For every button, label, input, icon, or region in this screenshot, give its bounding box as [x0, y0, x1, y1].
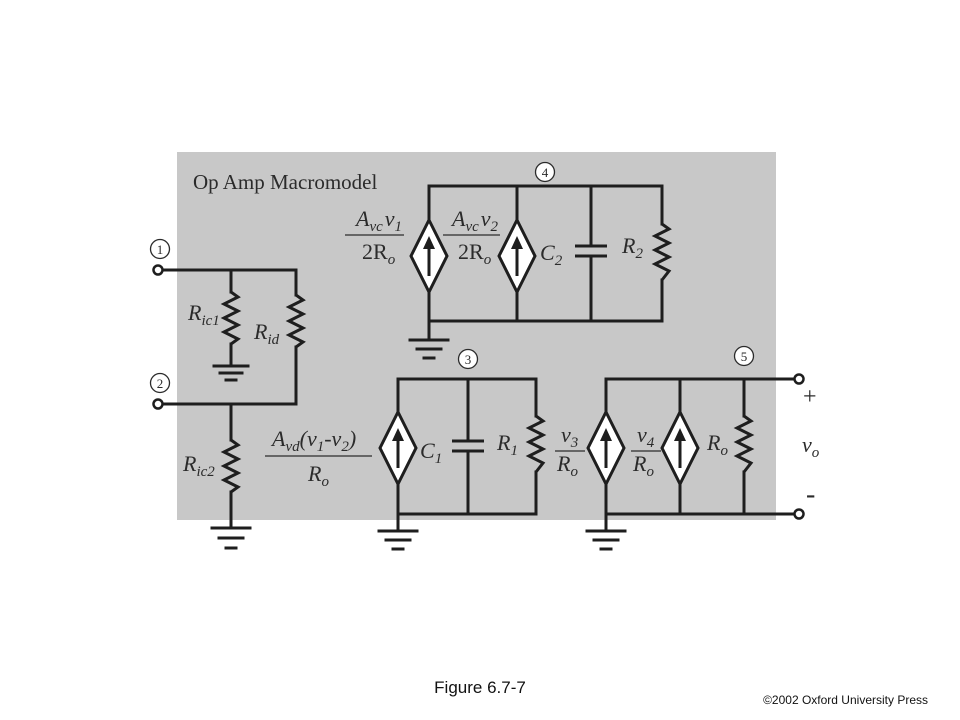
stage5-src2-denominator: Ro — [632, 451, 654, 480]
input-2-wire — [159, 345, 298, 406]
node-3-label: 3 — [465, 352, 472, 367]
node-2-label: 2 — [157, 376, 164, 391]
stage5-src2-arrowhead — [674, 428, 686, 441]
stage3-src-arrowhead — [392, 428, 404, 441]
stage4-src1-arrowhead — [423, 236, 435, 249]
ground-icon — [210, 526, 252, 550]
stage-4: 4 Avcv1 2Ro — [345, 161, 673, 360]
copyright-notice: ©2002 Oxford University Press — [763, 693, 928, 707]
ground-icon — [377, 529, 419, 551]
stage4-src2-denominator: 2Ro — [458, 239, 492, 268]
figure-caption: Figure 6.7-7 — [434, 678, 526, 697]
output-voltage-label: vo — [802, 432, 820, 461]
rid-resistor — [285, 293, 307, 349]
stage5-src2-numerator: v4 — [637, 422, 655, 451]
ric1-label: Ric1 — [187, 300, 220, 329]
stage5-resistor — [733, 414, 755, 473]
stage4-src1-denominator: 2Ro — [362, 239, 396, 268]
stage4-src2-numerator: Avcv2 — [450, 206, 499, 235]
stage4-src1-numerator: Avcv1 — [354, 206, 402, 235]
node-5-label: 5 — [741, 349, 748, 364]
ric2-resistor — [220, 438, 242, 494]
ground-icon — [212, 364, 250, 382]
node-4-label: 4 — [542, 165, 549, 180]
output-terminal-plus — [793, 373, 805, 385]
input-section: 1 2 Ric1 R — [149, 238, 307, 550]
node-4-marker — [534, 161, 556, 183]
stage5-src1-arrowhead — [600, 428, 612, 441]
stage-5: 5 v3 Ro v4 — [555, 345, 820, 551]
ground-icon — [408, 338, 450, 360]
stage3-cap-label: C1 — [420, 438, 442, 467]
node-5-marker — [733, 345, 755, 367]
stage4-res-label: R2 — [621, 233, 643, 262]
stage5-res-label: Ro — [706, 430, 728, 459]
output-minus-label: - — [806, 479, 815, 510]
stage3-src-denominator: Ro — [307, 461, 329, 490]
output-terminal-minus — [793, 508, 805, 520]
node-1-marker — [149, 238, 171, 260]
ric2-label: Ric2 — [182, 451, 215, 480]
input-terminal-1 — [152, 264, 164, 276]
stage4-cap-label: C2 — [540, 240, 563, 269]
diagram-title: Op Amp Macromodel — [193, 170, 377, 194]
rid-label: Rid — [253, 319, 280, 348]
stage-3: 3 Avd(v1-v2) Ro C1 — [265, 348, 547, 551]
stage5-src1-denominator: Ro — [556, 451, 578, 480]
stage3-res-label: R1 — [496, 430, 518, 459]
node-1-label: 1 — [157, 242, 164, 257]
input-terminal-2 — [152, 398, 164, 410]
stage4-resistor — [651, 222, 673, 281]
ric1-resistor — [220, 290, 242, 346]
output-plus-label: + — [803, 384, 817, 410]
node-3-marker — [457, 348, 479, 370]
stage4-src2-arrowhead — [511, 236, 523, 249]
stage3-resistor — [525, 414, 547, 473]
stage5-src1-numerator: v3 — [561, 422, 578, 451]
node-2-marker — [149, 372, 171, 394]
input-1-wire — [159, 268, 298, 297]
stage3-src-numerator: Avd(v1-v2) — [270, 426, 356, 455]
ground-icon — [585, 529, 627, 551]
